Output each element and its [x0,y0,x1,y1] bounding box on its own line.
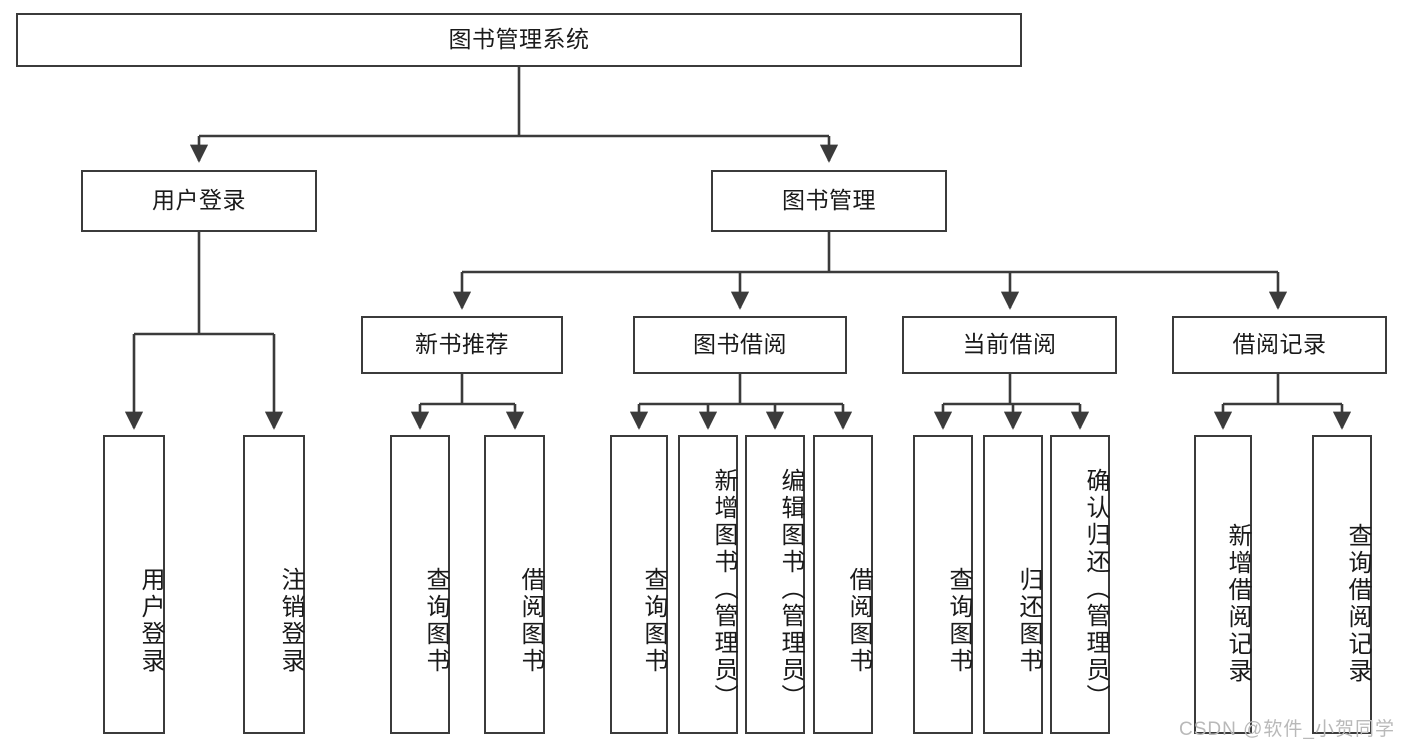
leaf-logout[interactable]: 注销登录 [243,435,305,734]
leaf-borrow-book-borrow[interactable]: 借阅图书 [813,435,873,734]
leaf-add-borrow-record[interactable]: 新增借阅记录 [1194,435,1252,734]
leaf-user-login-label: 用户登录 [137,566,164,675]
node-current-borrow[interactable]: 当前借阅 [902,316,1117,374]
node-user-login[interactable]: 用户登录 [81,170,317,232]
leaf-add-borrow-record-label: 新增借阅记录 [1224,522,1251,685]
node-new-book-recommend-label: 新书推荐 [415,331,509,358]
leaf-confirm-return-admin[interactable]: 确认归还（管理员） [1050,435,1110,734]
node-root-label: 图书管理系统 [448,26,590,53]
leaf-query-book-borrow[interactable]: 查询图书 [610,435,668,734]
node-user-login-label: 用户登录 [152,187,246,214]
node-book-borrow[interactable]: 图书借阅 [633,316,847,374]
leaf-edit-book-admin-label: 编辑图书（管理员） [777,468,804,711]
leaf-query-book-current-label: 查询图书 [945,566,972,675]
leaf-add-book-admin[interactable]: 新增图书（管理员） [678,435,738,734]
node-root[interactable]: 图书管理系统 [16,13,1022,67]
node-borrow-records[interactable]: 借阅记录 [1172,316,1387,374]
leaf-query-borrow-record[interactable]: 查询借阅记录 [1312,435,1372,734]
leaf-edit-book-admin[interactable]: 编辑图书（管理员） [745,435,805,734]
leaf-query-book-current[interactable]: 查询图书 [913,435,973,734]
leaf-add-book-admin-label: 新增图书（管理员） [710,468,737,711]
leaf-confirm-return-admin-label: 确认归还（管理员） [1082,468,1109,711]
leaf-query-book-recommend[interactable]: 查询图书 [390,435,450,734]
leaf-return-book[interactable]: 归还图书 [983,435,1043,734]
leaf-borrow-book-borrow-label: 借阅图书 [845,566,872,675]
node-book-management[interactable]: 图书管理 [711,170,947,232]
leaf-logout-label: 注销登录 [277,566,304,675]
node-current-borrow-label: 当前借阅 [962,331,1057,358]
csdn-watermark: CSDN @软件_小贺同学 [1179,719,1395,740]
node-new-book-recommend[interactable]: 新书推荐 [361,316,563,374]
leaf-query-borrow-record-label: 查询借阅记录 [1344,522,1371,685]
leaf-borrow-book-recommend[interactable]: 借阅图书 [484,435,545,734]
leaf-query-book-borrow-label: 查询图书 [640,566,667,675]
node-book-borrow-label: 图书借阅 [693,331,787,358]
node-book-management-label: 图书管理 [782,187,876,214]
leaf-user-login[interactable]: 用户登录 [103,435,165,734]
leaf-query-book-recommend-label: 查询图书 [422,566,449,675]
leaf-return-book-label: 归还图书 [1015,566,1042,675]
node-borrow-records-label: 借阅记录 [1232,331,1327,358]
leaf-borrow-book-recommend-label: 借阅图书 [517,566,544,675]
